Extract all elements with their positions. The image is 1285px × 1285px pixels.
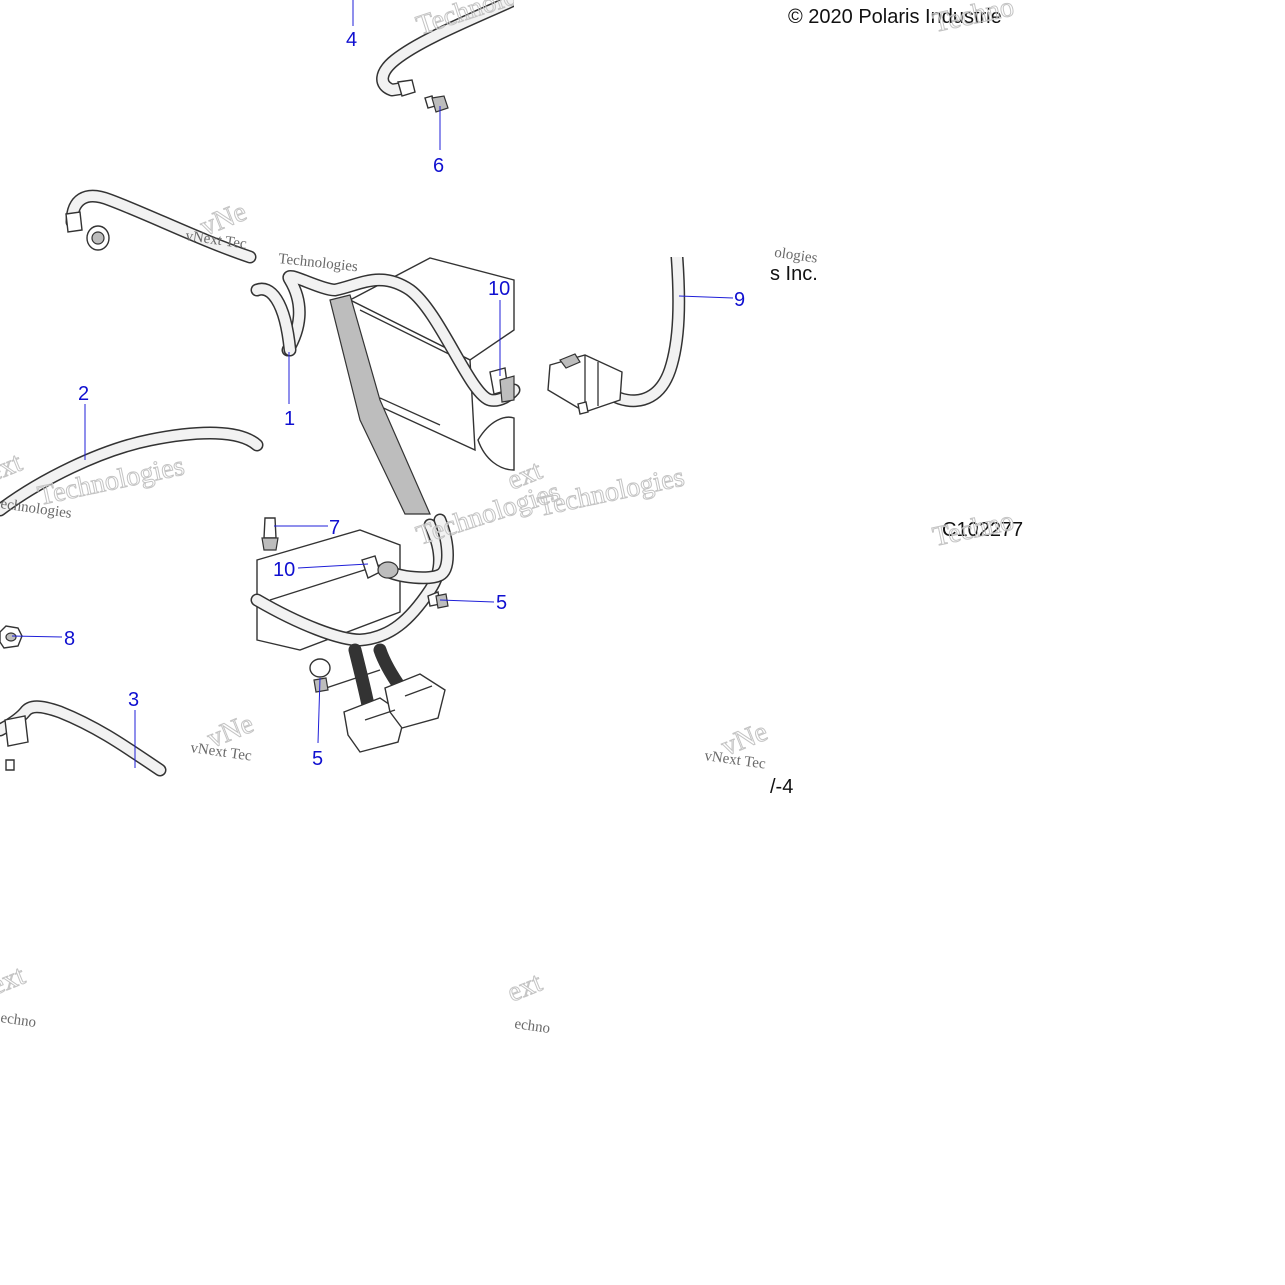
watermark-ext-left: ext [0, 447, 27, 489]
leader-8 [11, 635, 63, 638]
battery-terminal-post [477, 416, 515, 471]
watermark-techno-copyright: Techno [930, 0, 1017, 39]
watermark-ext-bottom-center: ext [503, 967, 547, 1009]
callout-1: 1 [284, 408, 295, 430]
callout-10-bottom: 10 [273, 559, 295, 581]
leader-9 [678, 295, 734, 299]
cable-3-terminal [4, 715, 29, 747]
ring-terminal-5 [309, 658, 331, 693]
figure-code: C102277 [942, 519, 1023, 541]
nut-8 [0, 625, 23, 649]
clip-10-bottom [361, 555, 399, 579]
tile-center-battery: Technologies [250, 251, 521, 515]
watermark-techno-code: Techno [930, 505, 1017, 552]
callout-8: 8 [64, 628, 75, 650]
nut-top-left [86, 225, 110, 251]
callout-5-bottom: 5 [312, 748, 323, 770]
callout-3: 3 [128, 689, 139, 711]
watermark-echno-bottom-left: echno [0, 1010, 37, 1031]
document-text: © 2020 Polaris Industrie s Inc. C102277 … [770, 6, 1023, 798]
cable-4-terminal [397, 79, 416, 97]
page-fragment: /-4 [770, 776, 793, 798]
battery-hold-strap [329, 294, 431, 515]
watermark-gies-left: Technologies [35, 451, 187, 512]
stud-7 [261, 517, 279, 551]
tile-lower-left [0, 625, 167, 777]
leader-5b [317, 677, 321, 744]
callout-4: 4 [346, 29, 357, 51]
bolt-5-right [427, 591, 449, 609]
stud-lower-left [5, 759, 15, 771]
leader-5a [439, 599, 495, 603]
leader-10b [297, 563, 369, 569]
callout-10-top: 10 [488, 278, 510, 300]
callout-6: 6 [433, 155, 444, 177]
copyright-tail-text: s Inc. [770, 263, 818, 285]
cable-2-top-terminal [65, 211, 83, 233]
tile-lower-center: Technologies [250, 476, 564, 753]
leader-lines [11, 0, 734, 768]
watermark-echno-bottom-center: echno [513, 1016, 551, 1037]
callout-labels: 1 2 3 4 5 5 6 7 8 9 10 10 [64, 29, 745, 770]
connector-pair [343, 643, 446, 753]
callout-2: 2 [78, 383, 89, 405]
connector-9 [547, 353, 623, 415]
callout-7: 7 [329, 517, 340, 539]
copyright-text: © 2020 Polaris Industrie [788, 6, 1002, 28]
watermark-ext-bottom-left: ext [0, 960, 30, 1002]
bolt-6 [424, 95, 449, 113]
callout-5-right: 5 [496, 592, 507, 614]
callout-9: 9 [734, 289, 745, 311]
tile-edge-masks [514, 0, 774, 257]
